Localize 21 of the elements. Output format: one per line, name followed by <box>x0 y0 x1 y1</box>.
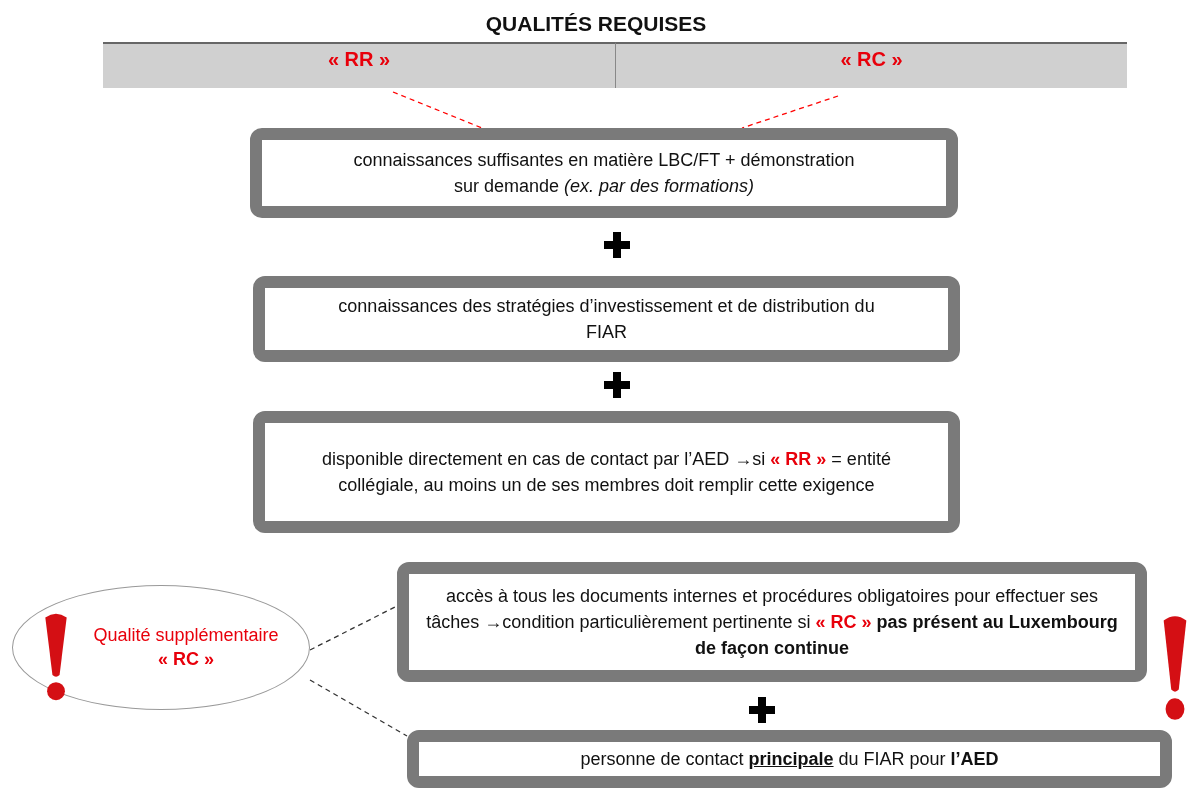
connector-line <box>309 679 408 737</box>
connector-line <box>392 91 483 129</box>
note-text: Qualité supplémentaire <box>93 624 279 648</box>
requirement-text: personne de contact principale du FIAR pour l’AED <box>580 747 999 771</box>
requirement-box <box>397 562 1147 682</box>
connector-line <box>741 95 839 129</box>
connector-line <box>309 605 398 651</box>
header-text: « RC » <box>840 48 903 71</box>
requirement-text: connaissances des stratégies d’investissement et de distribution du FIAR <box>337 294 876 344</box>
requirement-text: accès à tous les documents internes et procédures obligatoires pour effectuer ses tâches →condition particulièrement pertinente si « RC » pas présent au Luxembourg de façon continue <box>425 584 1119 661</box>
note-text: « RC » <box>158 647 214 671</box>
title: QUALITÉS REQUISES <box>484 12 708 36</box>
requirement-box <box>253 276 960 362</box>
table-header-cell <box>615 42 1127 88</box>
header-text: « RR » <box>327 48 391 71</box>
requirement-text: connaissances suffisantes en matière LBC/FT + démonstration sur demande (ex. par des formations) <box>352 148 856 198</box>
requirement-box <box>407 730 1172 788</box>
requirement-text: disponible directement en cas de contact par l’AED →si « RR » = entité collégiale, au moins un de ses membres doit remplir cette exigence <box>321 447 892 497</box>
table-header-cell <box>103 42 615 88</box>
requirement-box <box>250 128 958 218</box>
requirement-box <box>253 411 960 533</box>
